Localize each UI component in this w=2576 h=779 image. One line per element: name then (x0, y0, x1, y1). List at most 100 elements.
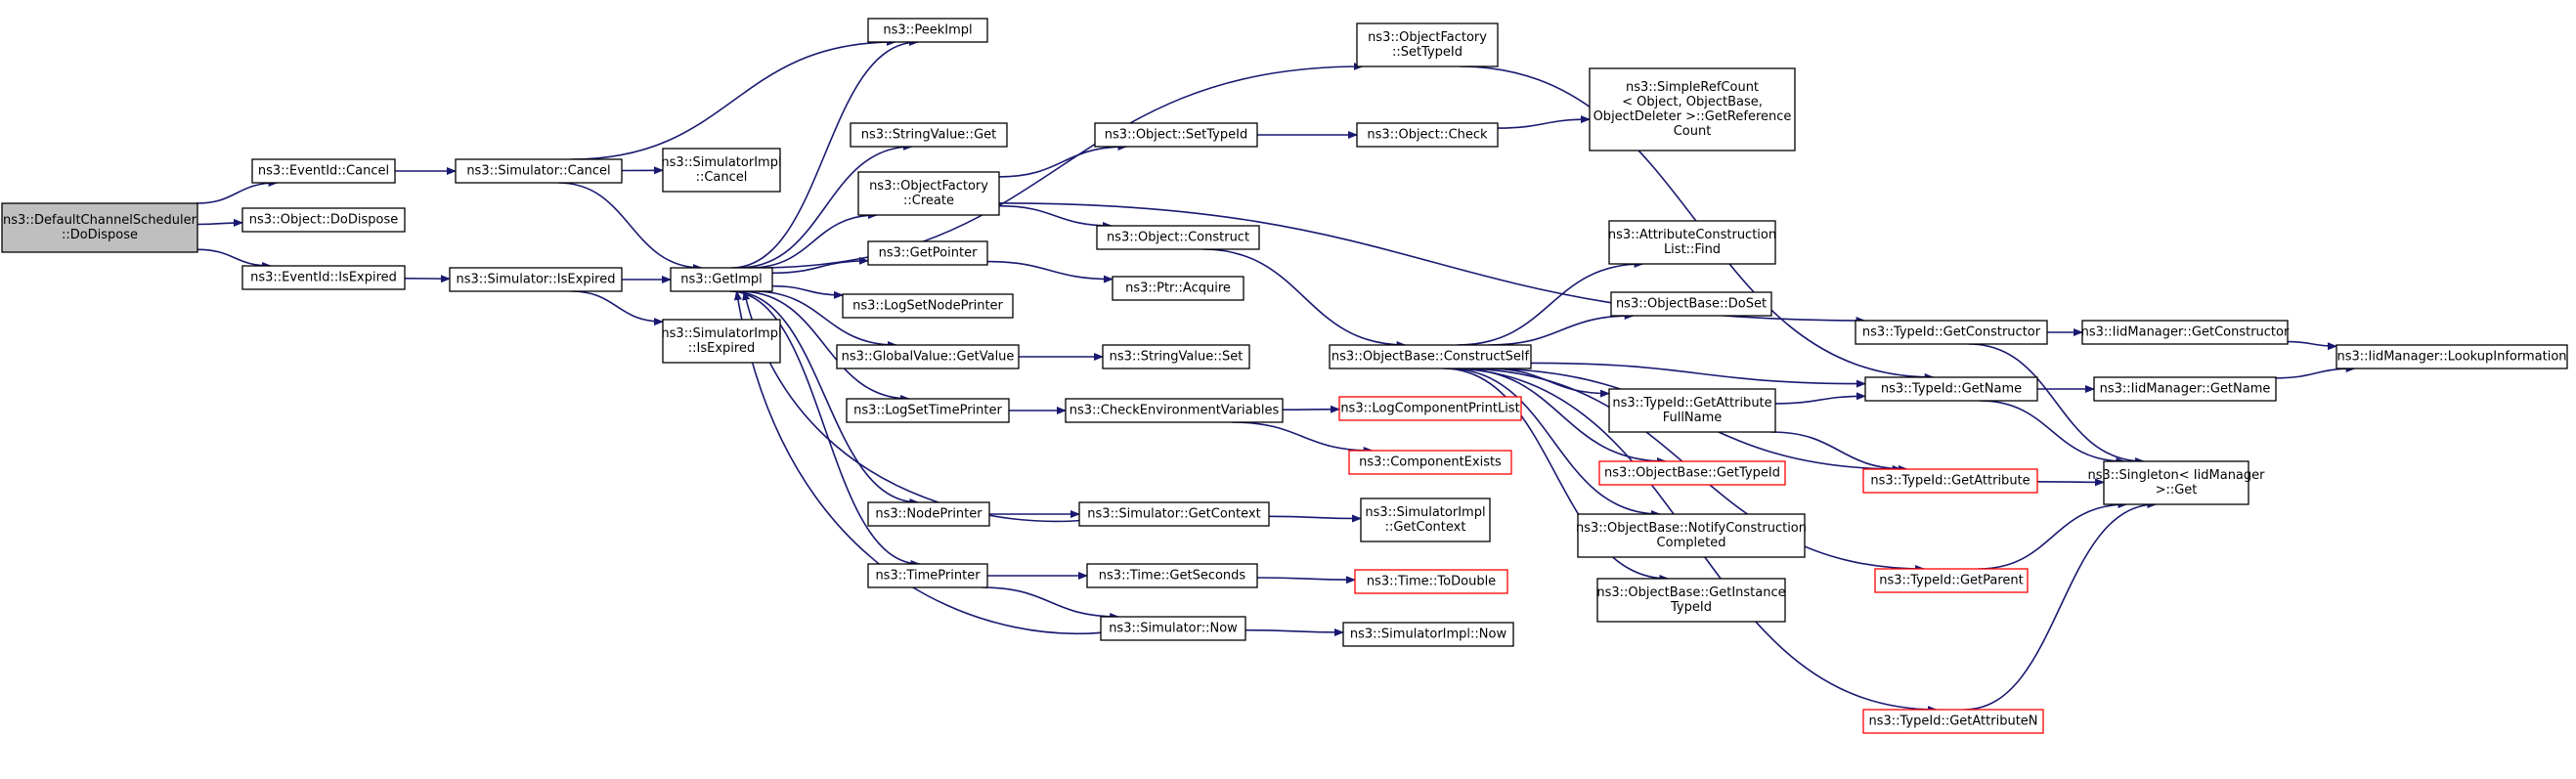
node-box-componentexists (1348, 450, 1512, 475)
node-label-typeid-getattributefullname: ns3::TypeId::GetAttribute (1612, 396, 1771, 411)
node-objectbase-doset[interactable]: ns3::ObjectBase::DoSet (1610, 291, 1772, 317)
node-typeid-getattributen[interactable]: ns3::TypeId::GetAttributeN (1862, 709, 2044, 734)
node-globalvalue-getvalue[interactable]: ns3::GlobalValue::GetValue (836, 344, 1020, 369)
node-peekimpl[interactable]: ns3::PeekImpl (867, 18, 988, 43)
node-box-simulator-cancel (455, 158, 623, 184)
node-getpointer[interactable]: ns3::GetPointer (867, 240, 988, 266)
node-box-nodeprinter (867, 501, 990, 527)
node-label-ptr-acquire: ns3::Ptr::Acquire (1125, 281, 1231, 296)
node-label-timeprinter: ns3::TimePrinter (875, 569, 981, 584)
node-box-objectbase-constructself (1329, 344, 1532, 369)
node-typeid-getname[interactable]: ns3::TypeId::GetName (1864, 376, 2038, 402)
node-simimpl-isexpired[interactable]: ns3::SimulatorImpl::IsExpired (661, 319, 782, 364)
node-simimpl-cancel[interactable]: ns3::SimulatorImpl::Cancel (661, 148, 782, 193)
node-logcomponentprintlist[interactable]: ns3::LogComponentPrintList (1338, 396, 1522, 421)
node-label-logsetnodeprinter: ns3::LogSetNodePrinter (852, 299, 1003, 314)
node-time-getseconds[interactable]: ns3::Time::GetSeconds (1086, 563, 1258, 588)
node-box-typeid-getattributefullname (1608, 388, 1776, 433)
node-ptr-acquire[interactable]: ns3::Ptr::Acquire (1112, 276, 1244, 301)
edge-timeprinter-to-simulator-now (982, 586, 1120, 621)
edge-getimpl-to-getpointer (771, 256, 869, 275)
node-simulator-getcontext[interactable]: ns3::Simulator::GetContext (1078, 501, 1270, 527)
node-getimpl[interactable]: ns3::GetImpl (670, 267, 773, 292)
edge-getimpl-to-globalvalue-getvalue (753, 290, 897, 349)
node-iidmanager-getconstructor[interactable]: ns3::IidManager::GetConstructor (2081, 320, 2290, 345)
edge-objectbase-constructself-to-typeid-getname (1530, 362, 1866, 388)
node-objectfactory-settypeid[interactable]: ns3::ObjectFactory::SetTypeId (1356, 22, 1499, 67)
node-objectfactory-create[interactable]: ns3::ObjectFactory::Create (857, 171, 1000, 216)
node-objectbase-notify[interactable]: ns3::ObjectBase::NotifyConstructionCompl… (1576, 513, 1807, 558)
node-simplerefcount[interactable]: ns3::SimpleRefCount< Object, ObjectBase,… (1589, 67, 1796, 151)
node-box-typeid-getattribute (1862, 468, 2038, 494)
node-label-checkenv: ns3::CheckEnvironmentVariables (1070, 404, 1280, 418)
node-label-typeid-getattributen: ns3::TypeId::GetAttributeN (1868, 714, 2037, 729)
node-simimpl-getcontext[interactable]: ns3::SimulatorImpl::GetContext (1360, 498, 1491, 542)
node-objectbase-gettypeid[interactable]: ns3::ObjectBase::GetTypeId (1598, 460, 1786, 486)
node-label-simulator-isexpired: ns3::Simulator::IsExpired (456, 273, 615, 287)
node-label-simplerefcount: ObjectDeleter >::GetReference (1594, 109, 1792, 124)
node-label-typeid-getname: ns3::TypeId::GetName (1881, 382, 2022, 397)
node-object-construct[interactable]: ns3::Object::Construct (1096, 225, 1260, 250)
node-label-object-settypeid: ns3::Object::SetTypeId (1105, 128, 1247, 143)
node-box-objectbase-getinstancetypeid (1596, 578, 1786, 623)
node-box-simimpl-getcontext (1360, 498, 1491, 542)
node-simulator-isexpired[interactable]: ns3::Simulator::IsExpired (449, 267, 623, 292)
node-box-typeid-getattributen (1862, 709, 2044, 734)
node-label-logcomponentprintlist: ns3::LogComponentPrintList (1340, 402, 1519, 416)
node-box-simimpl-cancel (662, 148, 781, 193)
node-simulator-cancel[interactable]: ns3::Simulator::Cancel (455, 158, 623, 184)
node-label-objectbase-doset: ns3::ObjectBase::DoSet (1616, 297, 1767, 312)
node-label-object-construct: ns3::Object::Construct (1107, 231, 1249, 245)
node-object-check[interactable]: ns3::Object::Check (1356, 122, 1499, 148)
node-simimpl-now[interactable]: ns3::SimulatorImpl::Now (1342, 622, 1514, 647)
node-label-object-dodispose: ns3::Object::DoDispose (249, 213, 398, 228)
node-eventid-cancel[interactable]: ns3::EventId::Cancel (251, 158, 396, 184)
node-label-simulator-getcontext: ns3::Simulator::GetContext (1087, 507, 1260, 522)
node-logsetnodeprinter[interactable]: ns3::LogSetNodePrinter (842, 293, 1014, 319)
node-box-iidmanager-getconstructor (2081, 320, 2289, 345)
node-objectbase-constructself[interactable]: ns3::ObjectBase::ConstructSelf (1329, 344, 1532, 369)
node-box-time-getseconds (1086, 563, 1258, 588)
node-label-simulator-now: ns3::Simulator::Now (1109, 622, 1238, 636)
node-label-singleton-get: ns3::Singleton< IidManager (2087, 468, 2265, 483)
node-eventid-isexpired[interactable]: ns3::EventId::IsExpired (241, 265, 406, 290)
node-label-root: ::DoDispose (62, 228, 138, 242)
node-componentexists[interactable]: ns3::ComponentExists (1348, 450, 1512, 475)
node-box-eventid-cancel (251, 158, 396, 184)
node-box-typeid-getparent (1874, 568, 2029, 593)
node-singleton-get[interactable]: ns3::Singleton< IidManager>::Get (2087, 460, 2265, 505)
node-label-componentexists: ns3::ComponentExists (1359, 455, 1502, 470)
node-label-objectfactory-create: ::Create (903, 194, 954, 208)
edge-getimpl-to-logsettimeprinter (739, 290, 911, 403)
node-box-stringvalue-get (850, 122, 1008, 148)
node-object-settypeid[interactable]: ns3::Object::SetTypeId (1094, 122, 1258, 148)
node-label-iidmanager-getconstructor: ns3::IidManager::GetConstructor (2081, 325, 2290, 340)
node-label-simimpl-getcontext: ns3::SimulatorImpl (1365, 505, 1485, 520)
node-layer: ns3::DefaultChannelScheduler::DoDisposen… (1, 18, 2568, 734)
node-stringvalue-get[interactable]: ns3::StringValue::Get (850, 122, 1008, 148)
node-iidmanager-lookupinformation[interactable]: ns3::IidManager::LookupInformation (2336, 344, 2568, 369)
node-typeid-getattribute[interactable]: ns3::TypeId::GetAttribute (1862, 468, 2038, 494)
edge-getpointer-to-ptr-acquire (986, 260, 1113, 283)
node-label-getimpl: ns3::GetImpl (680, 273, 763, 287)
edge-iidmanager-getname-to-iidmanager-lookupinformation (2275, 365, 2356, 379)
node-nodeprinter[interactable]: ns3::NodePrinter (867, 501, 990, 527)
node-label-stringvalue-get: ns3::StringValue::Get (861, 128, 996, 143)
node-object-dodispose[interactable]: ns3::Object::DoDispose (241, 207, 406, 233)
node-box-timeprinter (867, 563, 988, 588)
node-typeid-getparent[interactable]: ns3::TypeId::GetParent (1874, 568, 2029, 593)
node-stringvalue-set[interactable]: ns3::StringValue::Set (1102, 344, 1250, 369)
node-simulator-now[interactable]: ns3::Simulator::Now (1100, 616, 1246, 641)
node-box-simulator-getcontext (1078, 501, 1270, 527)
node-timeprinter[interactable]: ns3::TimePrinter (867, 563, 988, 588)
node-logsettimeprinter[interactable]: ns3::LogSetTimePrinter (846, 398, 1010, 423)
node-typeid-getconstructor[interactable]: ns3::TypeId::GetConstructor (1855, 320, 2048, 345)
node-time-todouble[interactable]: ns3::Time::ToDouble (1354, 569, 1508, 594)
node-checkenv[interactable]: ns3::CheckEnvironmentVariables (1065, 398, 1284, 423)
node-iidmanager-getname[interactable]: ns3::IidManager::GetName (2093, 376, 2277, 402)
node-root[interactable]: ns3::DefaultChannelScheduler::DoDispose (1, 202, 198, 253)
